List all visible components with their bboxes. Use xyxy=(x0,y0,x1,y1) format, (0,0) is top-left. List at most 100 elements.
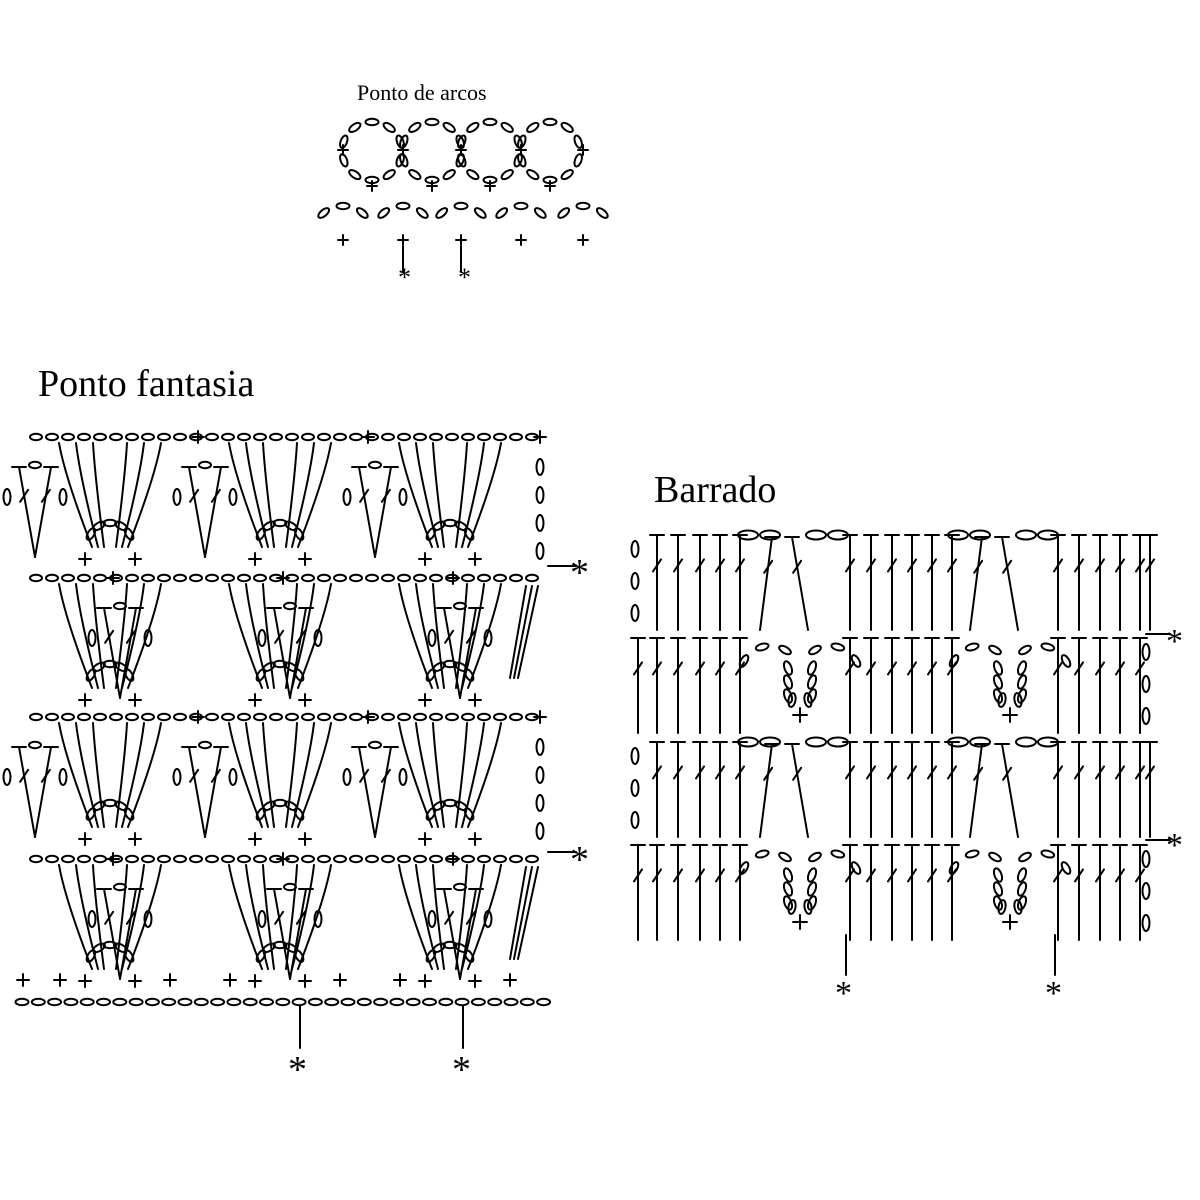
chain-stitch xyxy=(473,206,487,219)
single-crochet xyxy=(469,694,481,706)
chain-stitch xyxy=(62,856,74,862)
chain-stitch xyxy=(1143,883,1150,899)
chain-stitch xyxy=(1016,531,1036,540)
chain-stitch xyxy=(430,714,442,720)
chain-stitch xyxy=(344,769,351,785)
double-crochet xyxy=(631,638,645,733)
chain-stitch xyxy=(494,434,506,440)
chain-stitch xyxy=(142,434,154,440)
chain-stitch xyxy=(318,714,330,720)
double-crochet xyxy=(693,535,707,630)
chain-stitch xyxy=(369,462,381,468)
double-crochet xyxy=(35,747,58,837)
chain-stitch xyxy=(435,206,449,219)
double-crochet xyxy=(671,845,685,940)
chain-stitch xyxy=(595,206,609,219)
chain-stitch xyxy=(1018,644,1032,656)
chain-stitch xyxy=(190,575,202,581)
chain-stitch xyxy=(302,575,314,581)
double-crochet xyxy=(650,535,664,630)
chain-stitch xyxy=(494,575,506,581)
chain-stitch xyxy=(286,434,298,440)
chain-stitch xyxy=(537,487,544,503)
chain-stitch xyxy=(429,911,436,927)
chain-stitch xyxy=(537,459,544,475)
double-crochet xyxy=(733,638,747,733)
chain-stitch xyxy=(537,823,544,839)
single-crochet xyxy=(129,553,141,565)
chain-stitch xyxy=(382,168,396,181)
chain-stitch xyxy=(1016,867,1027,883)
double-crochet xyxy=(352,467,375,557)
chain-stitch xyxy=(334,856,346,862)
chain-stitch xyxy=(377,206,391,219)
chain-stitch xyxy=(1041,642,1055,652)
chain-stitch xyxy=(337,203,350,209)
double-crochet xyxy=(671,742,685,837)
chain-stitch xyxy=(254,856,266,862)
chain-stitch xyxy=(510,714,522,720)
double-crochet xyxy=(12,747,35,837)
chain-stitch xyxy=(260,999,273,1005)
chain-stitch xyxy=(374,999,387,1005)
single-crochet xyxy=(534,711,546,723)
chain-stitch xyxy=(94,714,106,720)
double-crochet xyxy=(905,535,919,630)
chain-stitch xyxy=(454,884,466,890)
double-crochet xyxy=(945,535,959,630)
chain-stitch xyxy=(358,999,371,1005)
double-crochet xyxy=(693,638,707,733)
double-crochet xyxy=(885,638,899,733)
chain-stitch xyxy=(334,434,346,440)
double-crochet xyxy=(1093,535,1107,630)
chain-stitch xyxy=(462,575,474,581)
chain-stitch xyxy=(222,575,234,581)
chain-stitch xyxy=(478,856,490,862)
chain-stitch xyxy=(808,851,822,863)
chain-stitch xyxy=(632,605,639,621)
chain-stitch xyxy=(1016,881,1027,897)
chain-stitch xyxy=(30,575,42,581)
chain-stitch xyxy=(270,434,282,440)
double-crochet xyxy=(713,742,727,837)
chain-stitch xyxy=(500,121,514,134)
chain-stitch xyxy=(806,738,826,747)
chain-stitch xyxy=(30,434,42,440)
chain-stitch xyxy=(276,999,289,1005)
chain-stitch xyxy=(64,999,77,1005)
single-crochet xyxy=(394,974,406,986)
chain-stitch xyxy=(222,856,234,862)
chain-stitch xyxy=(238,434,250,440)
single-crochet xyxy=(79,553,91,565)
double-crochet xyxy=(1113,638,1127,733)
double-crochet xyxy=(35,467,58,557)
chain-stitch xyxy=(350,575,362,581)
chain-stitch xyxy=(199,742,211,748)
shell-stitch xyxy=(468,443,501,547)
double-crochet xyxy=(1113,535,1127,630)
chain-stitch xyxy=(755,849,769,859)
double-crochet xyxy=(1072,638,1086,733)
double-crochet xyxy=(1143,742,1157,837)
double-crochet xyxy=(905,845,919,940)
chain-stitch xyxy=(408,168,422,181)
chain-stitch xyxy=(478,714,490,720)
chain-stitch xyxy=(573,134,583,148)
chain-stitch xyxy=(146,999,159,1005)
single-crochet xyxy=(793,915,807,929)
double-crochet xyxy=(375,467,398,557)
chain-stitch xyxy=(382,121,396,134)
chain-stitch xyxy=(992,674,1003,690)
chain-stitch xyxy=(142,856,154,862)
chain-stitch xyxy=(244,999,257,1005)
double-crochet xyxy=(760,744,779,837)
chain-stitch xyxy=(1143,708,1150,724)
chain-stitch xyxy=(439,999,452,1005)
shell-stitch xyxy=(59,865,92,969)
chain-stitch xyxy=(339,153,349,167)
shell-stitch xyxy=(518,586,538,678)
chain-stitch xyxy=(544,119,557,125)
chain-stitch xyxy=(505,999,518,1005)
chain-stitch xyxy=(94,434,106,440)
double-crochet xyxy=(205,467,228,557)
